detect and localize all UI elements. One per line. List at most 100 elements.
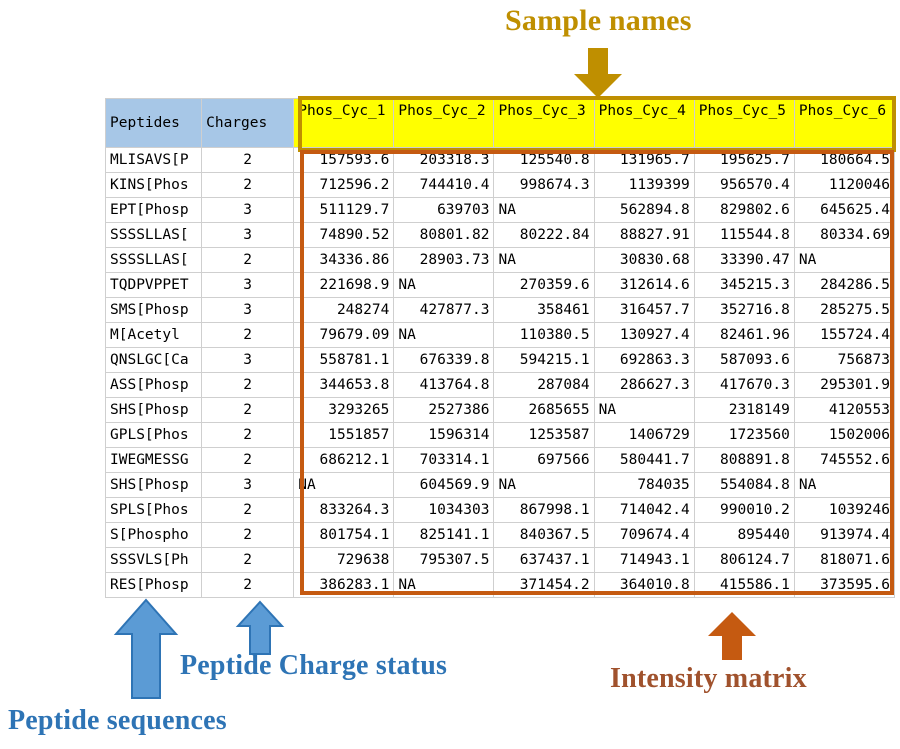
cell-peptide[interactable]: TQDPVPPET xyxy=(104,272,203,298)
cell-charge[interactable]: 2 xyxy=(201,372,295,398)
cell-peptide[interactable]: MLISAVS[P xyxy=(104,147,203,173)
cell-charge[interactable]: 2 xyxy=(201,547,295,573)
cell-intensity[interactable]: 386283.1 xyxy=(293,572,395,598)
cell-intensity[interactable]: NA xyxy=(493,247,595,273)
cell-charge[interactable]: 2 xyxy=(201,497,295,523)
cell-intensity[interactable]: 3293265 xyxy=(293,397,395,423)
cell-intensity[interactable]: 756873 xyxy=(793,347,896,373)
column-header-sample-3[interactable]: Phos_Cyc_3 xyxy=(493,98,595,148)
cell-peptide[interactable]: IWEGMESSG xyxy=(104,447,203,473)
cell-intensity[interactable]: 364010.8 xyxy=(593,572,695,598)
cell-charge[interactable]: 3 xyxy=(201,222,295,248)
cell-peptide[interactable]: QNSLGC[Ca xyxy=(104,347,203,373)
cell-intensity[interactable]: 745552.6 xyxy=(793,447,896,473)
cell-intensity[interactable]: 373595.6 xyxy=(793,572,896,598)
cell-intensity[interactable]: 714042.4 xyxy=(593,497,695,523)
cell-intensity[interactable]: 956570.4 xyxy=(693,172,795,198)
spreadsheet-grid[interactable]: Peptides Charges Phos_Cyc_1 Phos_Cyc_2 P… xyxy=(104,98,896,598)
cell-intensity[interactable]: 2685655 xyxy=(493,397,595,423)
cell-charge[interactable]: 3 xyxy=(201,347,295,373)
cell-peptide[interactable]: GPLS[Phos xyxy=(104,422,203,448)
cell-peptide[interactable]: SSSVLS[Ph xyxy=(104,547,203,573)
cell-intensity[interactable]: 358461 xyxy=(493,297,595,323)
cell-intensity[interactable]: 427877.3 xyxy=(393,297,495,323)
cell-intensity[interactable]: 1253587 xyxy=(493,422,595,448)
cell-intensity[interactable]: 829802.6 xyxy=(693,197,795,223)
cell-intensity[interactable]: 784035 xyxy=(593,472,695,498)
cell-intensity[interactable]: NA xyxy=(793,472,896,498)
cell-intensity[interactable]: 413764.8 xyxy=(393,372,495,398)
cell-charge[interactable]: 3 xyxy=(201,197,295,223)
cell-intensity[interactable]: 195625.7 xyxy=(693,147,795,173)
cell-charge[interactable]: 2 xyxy=(201,397,295,423)
column-header-sample-4[interactable]: Phos_Cyc_4 xyxy=(593,98,695,148)
cell-charge[interactable]: 2 xyxy=(201,422,295,448)
cell-charge[interactable]: 2 xyxy=(201,147,295,173)
cell-intensity[interactable]: 840367.5 xyxy=(493,522,595,548)
cell-peptide[interactable]: ASS[Phosp xyxy=(104,372,203,398)
cell-intensity[interactable]: NA xyxy=(493,197,595,223)
cell-intensity[interactable]: NA xyxy=(593,397,695,423)
cell-intensity[interactable]: 998674.3 xyxy=(493,172,595,198)
cell-intensity[interactable]: 709674.4 xyxy=(593,522,695,548)
peptide-intensity-table[interactable]: Peptides Charges Phos_Cyc_1 Phos_Cyc_2 P… xyxy=(104,98,896,598)
cell-intensity[interactable]: 1406729 xyxy=(593,422,695,448)
cell-intensity[interactable]: 1034303 xyxy=(393,497,495,523)
cell-intensity[interactable]: 795307.5 xyxy=(393,547,495,573)
cell-peptide[interactable]: SHS[Phosp xyxy=(104,472,203,498)
cell-intensity[interactable]: 1139399 xyxy=(593,172,695,198)
cell-intensity[interactable]: 88827.91 xyxy=(593,222,695,248)
cell-intensity[interactable]: 4120553 xyxy=(793,397,896,423)
column-header-charges[interactable]: Charges xyxy=(201,98,295,148)
cell-intensity[interactable]: NA xyxy=(493,472,595,498)
cell-intensity[interactable]: 417670.3 xyxy=(693,372,795,398)
cell-intensity[interactable]: 316457.7 xyxy=(593,297,695,323)
cell-intensity[interactable]: 352716.8 xyxy=(693,297,795,323)
cell-intensity[interactable]: 1039246 xyxy=(793,497,896,523)
cell-intensity[interactable]: 594215.1 xyxy=(493,347,595,373)
cell-intensity[interactable]: 744410.4 xyxy=(393,172,495,198)
cell-intensity[interactable]: 287084 xyxy=(493,372,595,398)
cell-intensity[interactable]: 155724.4 xyxy=(793,322,896,348)
cell-intensity[interactable]: 130927.4 xyxy=(593,322,695,348)
cell-intensity[interactable]: 639703 xyxy=(393,197,495,223)
cell-intensity[interactable]: 637437.1 xyxy=(493,547,595,573)
cell-intensity[interactable]: NA xyxy=(393,322,495,348)
cell-intensity[interactable]: 80222.84 xyxy=(493,222,595,248)
cell-intensity[interactable]: 270359.6 xyxy=(493,272,595,298)
cell-intensity[interactable]: 1502006 xyxy=(793,422,896,448)
cell-intensity[interactable]: 248274 xyxy=(293,297,395,323)
cell-intensity[interactable]: 371454.2 xyxy=(493,572,595,598)
cell-intensity[interactable]: 1120046 xyxy=(793,172,896,198)
cell-peptide[interactable]: SPLS[Phos xyxy=(104,497,203,523)
cell-intensity[interactable]: 554084.8 xyxy=(693,472,795,498)
cell-intensity[interactable]: 825141.1 xyxy=(393,522,495,548)
cell-intensity[interactable]: 562894.8 xyxy=(593,197,695,223)
cell-charge[interactable]: 2 xyxy=(201,447,295,473)
cell-intensity[interactable]: 79679.09 xyxy=(293,322,395,348)
cell-intensity[interactable]: 110380.5 xyxy=(493,322,595,348)
cell-intensity[interactable]: 82461.96 xyxy=(693,322,795,348)
column-header-sample-5[interactable]: Phos_Cyc_5 xyxy=(693,98,795,148)
cell-intensity[interactable]: 697566 xyxy=(493,447,595,473)
column-header-sample-6[interactable]: Phos_Cyc_6 xyxy=(793,98,896,148)
cell-intensity[interactable]: 34336.86 xyxy=(293,247,395,273)
cell-intensity[interactable]: 221698.9 xyxy=(293,272,395,298)
cell-intensity[interactable]: 686212.1 xyxy=(293,447,395,473)
cell-intensity[interactable]: 28903.73 xyxy=(393,247,495,273)
cell-intensity[interactable]: 312614.6 xyxy=(593,272,695,298)
cell-peptide[interactable]: S[Phospho xyxy=(104,522,203,548)
